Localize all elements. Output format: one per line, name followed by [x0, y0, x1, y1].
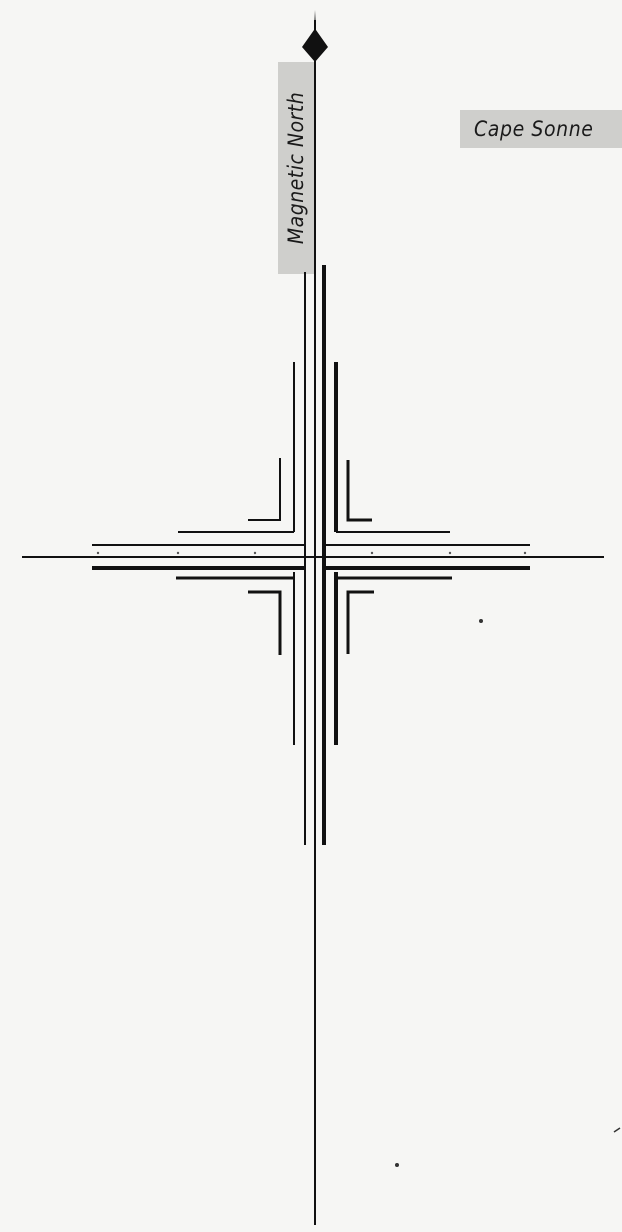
axis-tick-dots: [97, 552, 526, 554]
compass-bracket: [348, 592, 374, 654]
compass-bracket: [248, 592, 280, 655]
compass-bracket: [248, 458, 280, 520]
paper-speck: [395, 1163, 399, 1167]
paper-speck: [614, 1128, 620, 1132]
paper-speck: [479, 619, 483, 623]
compass-bracket: [348, 460, 372, 520]
north-arrowhead-icon: [302, 10, 328, 62]
